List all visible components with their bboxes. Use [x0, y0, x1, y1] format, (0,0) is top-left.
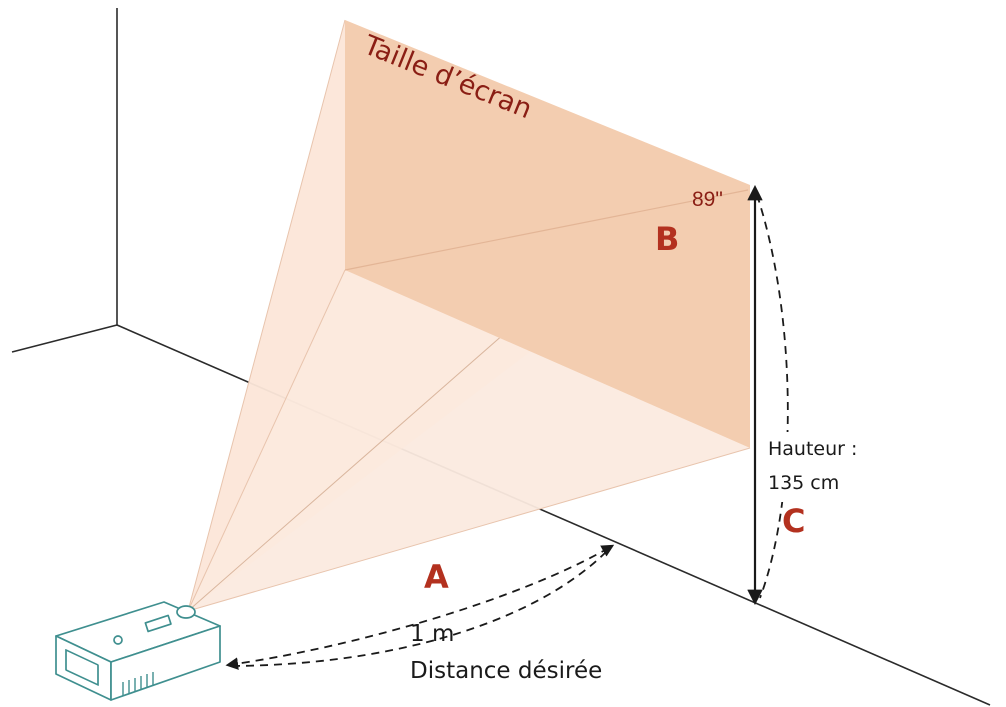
- projector-side: [110, 625, 221, 701]
- beam-edge-line: [187, 269, 346, 612]
- diagonal-size-label: 89": [692, 188, 723, 211]
- height-label-bg: [763, 432, 883, 502]
- height-label: Hauteur :: [768, 438, 857, 460]
- screen-diagonal: [344, 189, 749, 271]
- distance-value: 1 m: [410, 621, 454, 647]
- projected-screen: [345, 20, 750, 448]
- beam-edge-line: [187, 19, 346, 612]
- label-a: A: [424, 558, 449, 596]
- height-indicator: [747, 184, 789, 606]
- label-b: B: [655, 220, 679, 258]
- projector-vents: [122, 672, 154, 696]
- projector-panel: [144, 614, 172, 633]
- distance-label: Distance désirée: [410, 658, 602, 684]
- projector-window: [65, 649, 99, 686]
- distance-indicator: [225, 544, 615, 670]
- label-c: C: [782, 502, 805, 540]
- floor-line-left: [11, 324, 118, 353]
- distance-arrow-upper: [225, 544, 615, 670]
- height-value: 135 cm: [768, 472, 839, 494]
- projector-lens: [176, 605, 196, 619]
- projector-icon: [55, 601, 221, 701]
- distance-arrow-lower: [231, 549, 609, 667]
- projector-button: [113, 635, 123, 645]
